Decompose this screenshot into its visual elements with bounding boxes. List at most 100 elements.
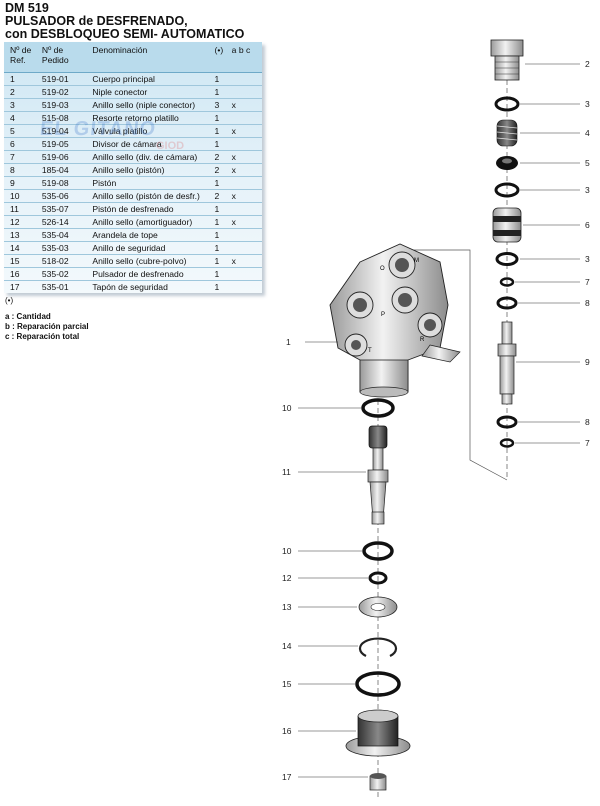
ref-cell: 6 xyxy=(4,137,40,151)
header-pedido: Nº de Pedido xyxy=(41,45,69,65)
part-15-dust-ring xyxy=(355,671,401,697)
part-6-divider xyxy=(492,207,522,243)
pedido-cell: 535-07 xyxy=(39,202,91,216)
callout-14: 14 xyxy=(282,641,292,651)
header-abc: a b c xyxy=(231,45,251,55)
denominacion-cell: Anillo sello (niple conector) xyxy=(90,98,213,112)
repair-mark-cell xyxy=(229,111,247,125)
ref-cell: 14 xyxy=(4,241,40,255)
svg-text:O: O xyxy=(380,266,385,272)
part-8-ring-b xyxy=(496,415,518,429)
page-title: DM 519 PULSADOR de DESFRENADO, con DESBL… xyxy=(5,2,244,41)
callout-2: 2 xyxy=(585,59,590,69)
pedido-cell: 526-14 xyxy=(39,215,91,229)
spacer-cell xyxy=(246,150,262,164)
repair-mark-cell: x xyxy=(229,254,247,268)
spacer-cell xyxy=(246,176,262,190)
part-16-button xyxy=(345,709,411,757)
svg-text:T: T xyxy=(368,348,372,354)
pedido-cell: 519-03 xyxy=(39,98,91,112)
spacer-cell xyxy=(246,163,262,177)
ref-cell: 15 xyxy=(4,254,40,268)
part-7-ring-b xyxy=(499,438,515,448)
svg-text:R: R xyxy=(420,337,425,343)
title-line-name: PULSADOR de DESFRENADO, xyxy=(5,14,188,28)
denominacion-cell: Anillo de seguridad xyxy=(90,241,213,255)
repair-mark-cell: x xyxy=(229,189,247,203)
callout-8a: 8 xyxy=(585,298,590,308)
part-4-spring xyxy=(496,119,518,147)
spacer-cell xyxy=(246,124,262,138)
callout-13: 13 xyxy=(282,602,292,612)
header-denominacion: Denominación xyxy=(92,45,148,55)
ref-cell: 16 xyxy=(4,267,40,281)
ref-cell: 8 xyxy=(4,163,40,177)
qty-cell: 1 xyxy=(212,254,230,268)
repair-mark-cell: x xyxy=(229,215,247,229)
callout-8b: 8 xyxy=(585,417,590,427)
part-7-ring-a xyxy=(499,277,515,287)
pedido-cell: 185-04 xyxy=(39,163,91,177)
part-10-ring-a xyxy=(361,398,395,418)
pedido-cell: 518-02 xyxy=(39,254,91,268)
part-1-main-body: O M P R T xyxy=(329,243,461,398)
spacer-cell xyxy=(246,85,262,99)
part-8-ring-a xyxy=(496,296,518,310)
pedido-cell: 519-02 xyxy=(39,85,91,99)
callout-9: 9 xyxy=(585,357,590,367)
part-10-ring-b xyxy=(362,541,394,561)
denominacion-cell: Pulsador de desfrenado xyxy=(90,267,213,281)
part-2-niple xyxy=(490,39,524,81)
legend: (•) a : Cantidad b : Reparación parcial … xyxy=(5,296,89,342)
pedido-cell: 515-08 xyxy=(39,111,91,125)
qty-cell: 1 xyxy=(212,280,230,293)
header-qty-symbol: (•) xyxy=(214,45,224,55)
svg-text:M: M xyxy=(414,258,419,264)
pedido-cell: 519-05 xyxy=(39,137,91,151)
callout-6: 6 xyxy=(585,220,590,230)
part-9-piston xyxy=(497,321,517,405)
ref-cell: 3 xyxy=(4,98,40,112)
part-3-oring-a xyxy=(494,96,520,112)
qty-cell: 1 xyxy=(212,137,230,151)
title-line-subtitle: con DESBLOQUEO SEMI- AUTOMATICO xyxy=(5,27,245,41)
qty-cell: 1 xyxy=(212,228,230,242)
denominacion-cell: Pistón de desfrenado xyxy=(90,202,213,216)
callout-17: 17 xyxy=(282,772,292,782)
repair-mark-cell xyxy=(229,176,247,190)
pedido-cell: 519-06 xyxy=(39,150,91,164)
parts-table: Nº de Ref. Nº de Pedido Denominación (•)… xyxy=(4,42,262,293)
callout-10a: 10 xyxy=(282,403,292,413)
qty-cell: 1 xyxy=(212,124,230,138)
ref-cell: 10 xyxy=(4,189,40,203)
repair-mark-cell xyxy=(229,202,247,216)
repair-mark-cell xyxy=(229,267,247,281)
callout-12: 12 xyxy=(282,573,292,583)
denominacion-cell: Cuerpo principal xyxy=(90,72,213,86)
denominacion-cell: Anillo sello (pistón) xyxy=(90,163,213,177)
callout-4: 4 xyxy=(585,128,590,138)
callout-7b: 7 xyxy=(585,438,590,448)
denominacion-cell: Anillo sello (amortiguador) xyxy=(90,215,213,229)
spacer-cell xyxy=(246,254,262,268)
part-11-release-piston xyxy=(367,425,389,525)
ref-cell: 5 xyxy=(4,124,40,138)
ref-cell: 17 xyxy=(4,280,40,293)
repair-mark-cell xyxy=(229,228,247,242)
callout-3a: 3 xyxy=(585,99,590,109)
spacer-cell xyxy=(246,280,262,293)
qty-cell: 1 xyxy=(212,202,230,216)
qty-cell: 1 xyxy=(212,267,230,281)
ref-cell: 9 xyxy=(4,176,40,190)
spacer-cell xyxy=(246,189,262,203)
spacer-cell xyxy=(246,72,262,86)
qty-cell: 2 xyxy=(212,189,230,203)
